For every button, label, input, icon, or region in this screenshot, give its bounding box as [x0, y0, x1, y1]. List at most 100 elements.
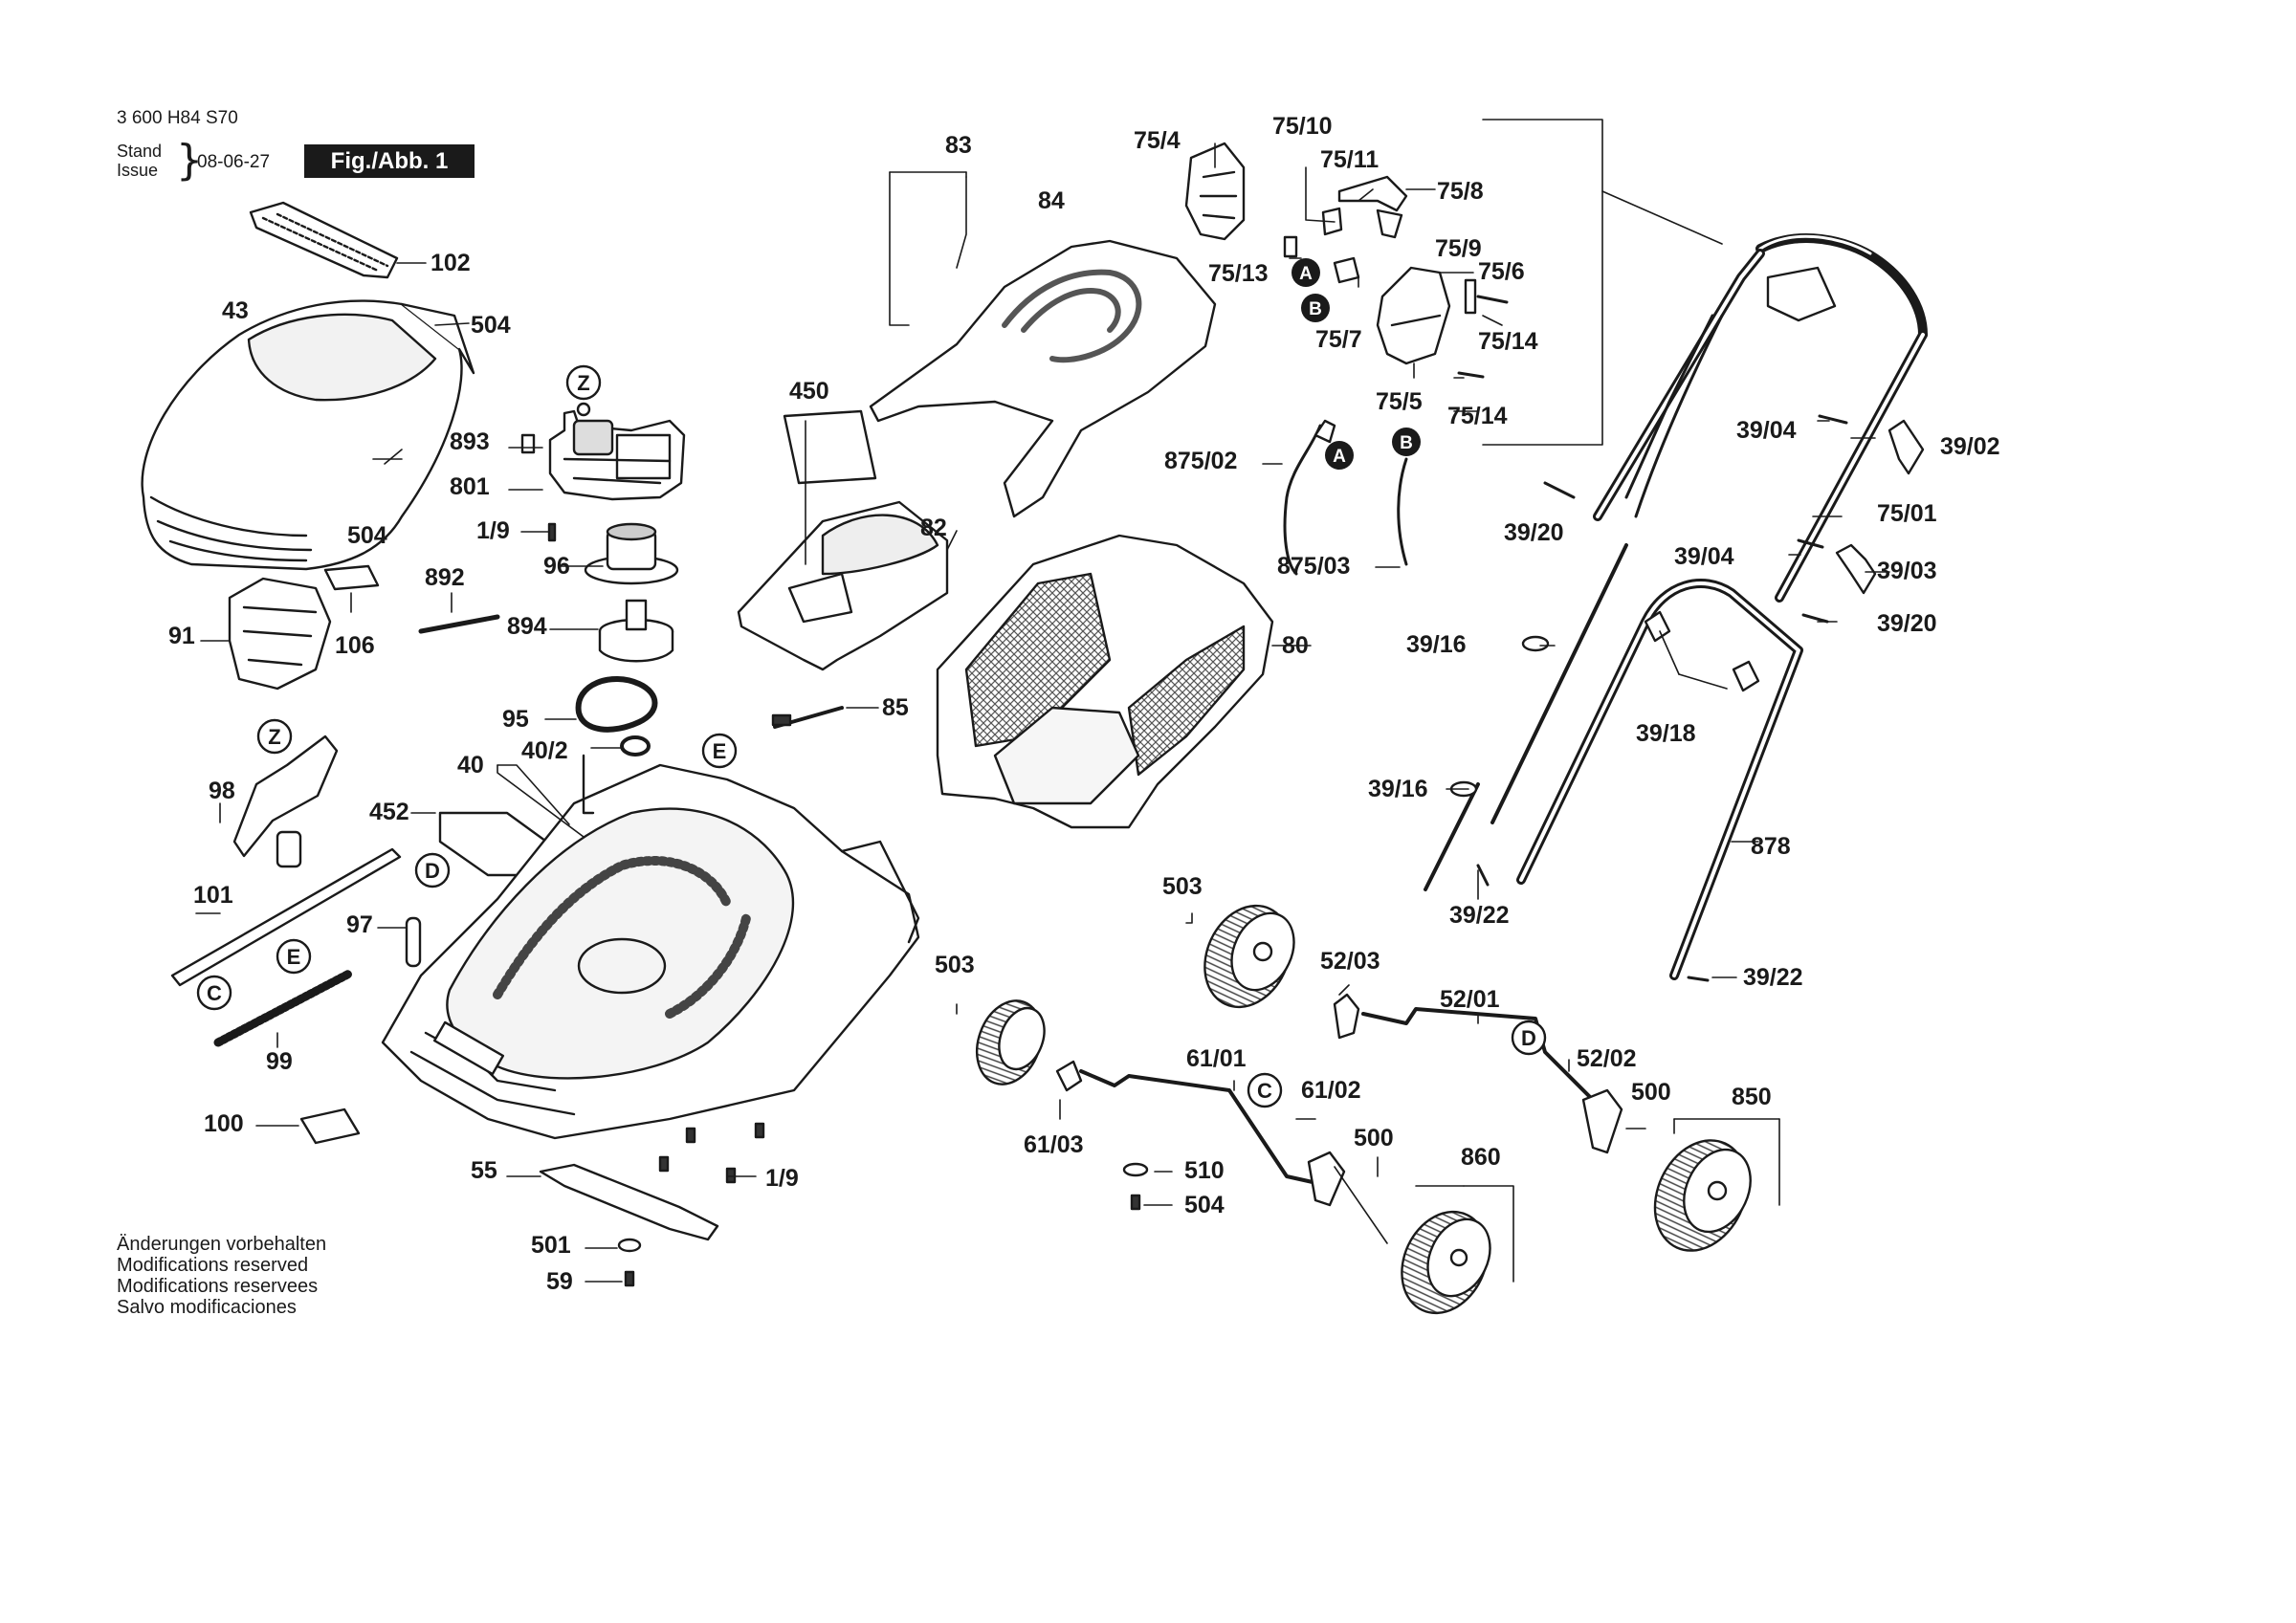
note-line: Änderungen vorbehalten [117, 1234, 327, 1255]
flap-82-drawing [737, 500, 949, 671]
part-label-p40_2: 40/2 [521, 737, 568, 764]
part-106-drawing [323, 564, 380, 591]
part-label-p801: 801 [450, 473, 490, 500]
part-label-p75_6: 75/6 [1478, 258, 1525, 285]
part-label-p875_03: 875/03 [1277, 553, 1350, 580]
figure-label: Fig./Abb. 1 [304, 144, 475, 178]
part-label-p95: 95 [502, 706, 529, 733]
wheel-rear-left-drawing [1203, 904, 1295, 1009]
washer-501-drawing [617, 1238, 642, 1253]
part-label-p39_16b: 39/16 [1368, 776, 1428, 802]
part-label-p59: 59 [546, 1268, 573, 1295]
pin-97-drawing [405, 916, 422, 968]
part-label-p503a: 503 [1162, 873, 1203, 900]
part-label-p875_02: 875/02 [1164, 448, 1237, 474]
svg-text:D: D [425, 859, 440, 883]
leader-lines [195, 119, 1890, 1283]
part-label-p503b: 503 [935, 952, 975, 978]
callout-c-axle: C [1247, 1072, 1283, 1108]
issue-date: 08-06-27 [197, 152, 271, 172]
deck-40-drawing [381, 754, 920, 1140]
bearing-drawing [620, 735, 651, 757]
spring-99-drawing [213, 969, 354, 1047]
part-label-p39_04a: 39/04 [1736, 417, 1797, 444]
callout-b-cable: B [1392, 428, 1421, 456]
label-450-drawing [783, 409, 877, 485]
part-label-p82: 82 [920, 515, 947, 541]
issue-label: Issue [117, 161, 159, 180]
part-label-p39_22b: 39/22 [1743, 964, 1803, 991]
part-label-p80: 80 [1282, 632, 1309, 659]
part-label-p894: 894 [507, 613, 547, 640]
part-label-p1_9a: 1/9 [476, 517, 510, 544]
callout-d-lever: D [414, 852, 451, 888]
part-label-p892: 892 [425, 564, 465, 591]
callout-c-lever: C [196, 975, 232, 1011]
part-label-p850: 850 [1732, 1084, 1772, 1110]
part-label-p39_18: 39/18 [1636, 720, 1696, 747]
handle-bolts-drawing [1476, 414, 1848, 982]
note-line: Salvo modificaciones [117, 1297, 297, 1318]
callout-b-switch: B [1301, 294, 1330, 322]
part-98-drawing [232, 735, 339, 858]
upper-handle-drawing [1593, 233, 1928, 603]
handle-fittings-drawing [1449, 419, 1925, 798]
part-label-p75_13: 75/13 [1208, 260, 1269, 287]
callout-z-bottom: Z [256, 718, 293, 755]
part-label-p878: 878 [1751, 833, 1791, 860]
part-label-p98: 98 [209, 778, 235, 804]
callout-a-switch: A [1292, 258, 1320, 287]
part-label-p39_22a: 39/22 [1449, 902, 1510, 929]
part-label-p99: 99 [266, 1048, 293, 1075]
callout-d-axle: D [1511, 1020, 1547, 1056]
strap-892-drawing [418, 614, 500, 634]
svg-text:Z: Z [268, 725, 280, 749]
callout-z-top: Z [565, 364, 602, 401]
part-label-p500b: 500 [1354, 1125, 1394, 1151]
part-label-p52_03: 52/03 [1320, 948, 1380, 975]
part-label-p75_11: 75/11 [1320, 146, 1379, 173]
part-label-p61_02: 61/02 [1301, 1077, 1361, 1104]
svg-text:D: D [1521, 1026, 1536, 1050]
document-number: 3 600 H84 S70 [117, 108, 238, 128]
bracket-52-02-drawing [1581, 1088, 1623, 1154]
callout-a-cable: A [1325, 441, 1354, 470]
part-label-p61_01: 61/01 [1186, 1045, 1247, 1072]
grass-box-80-drawing [936, 534, 1274, 829]
part-label-p501: 501 [531, 1232, 571, 1259]
bracket-52-03-drawing [1333, 993, 1360, 1040]
switch-housing-91-drawing [228, 577, 332, 691]
screw-504-drawing [1130, 1194, 1141, 1211]
svg-text:C: C [1257, 1079, 1272, 1103]
part-label-p510: 510 [1184, 1157, 1225, 1184]
motor-hood-drawing [141, 299, 475, 571]
part-label-p84: 84 [1038, 187, 1065, 214]
callout-e-lever: E [276, 938, 312, 975]
part-label-p75_9: 75/9 [1435, 235, 1482, 262]
note-line: Modifications reserved [117, 1255, 309, 1276]
part-label-p39_03: 39/03 [1877, 558, 1937, 584]
part-label-p75_14a: 75/14 [1478, 328, 1538, 355]
part-label-p452: 452 [369, 799, 409, 825]
svg-text:Z: Z [577, 371, 589, 395]
part-label-p97: 97 [346, 911, 373, 938]
part-label-p39_20b: 39/20 [1877, 610, 1937, 637]
part-label-p504b: 504 [347, 522, 387, 549]
part-label-p893: 893 [450, 428, 490, 455]
part-label-p102: 102 [430, 250, 471, 276]
svg-text:A: A [1333, 447, 1346, 467]
part-label-p39_02: 39/02 [1940, 433, 2000, 460]
blade-55-drawing [539, 1163, 719, 1241]
part-label-p39_20a: 39/20 [1504, 519, 1564, 546]
cable-875-03-drawing [1397, 457, 1408, 566]
part-label-p101: 101 [193, 882, 233, 909]
brace-icon: } [176, 136, 203, 185]
part-label-p85: 85 [882, 694, 909, 721]
bracket-61-02-drawing [1307, 1151, 1346, 1207]
part-label-p106: 106 [335, 632, 375, 659]
cable-plug-drawing [1314, 419, 1336, 444]
modification-notes: Änderungen vorbehalten Modifications res… [117, 1234, 326, 1318]
part-label-p55: 55 [471, 1157, 497, 1184]
part-label-p96: 96 [543, 553, 570, 580]
